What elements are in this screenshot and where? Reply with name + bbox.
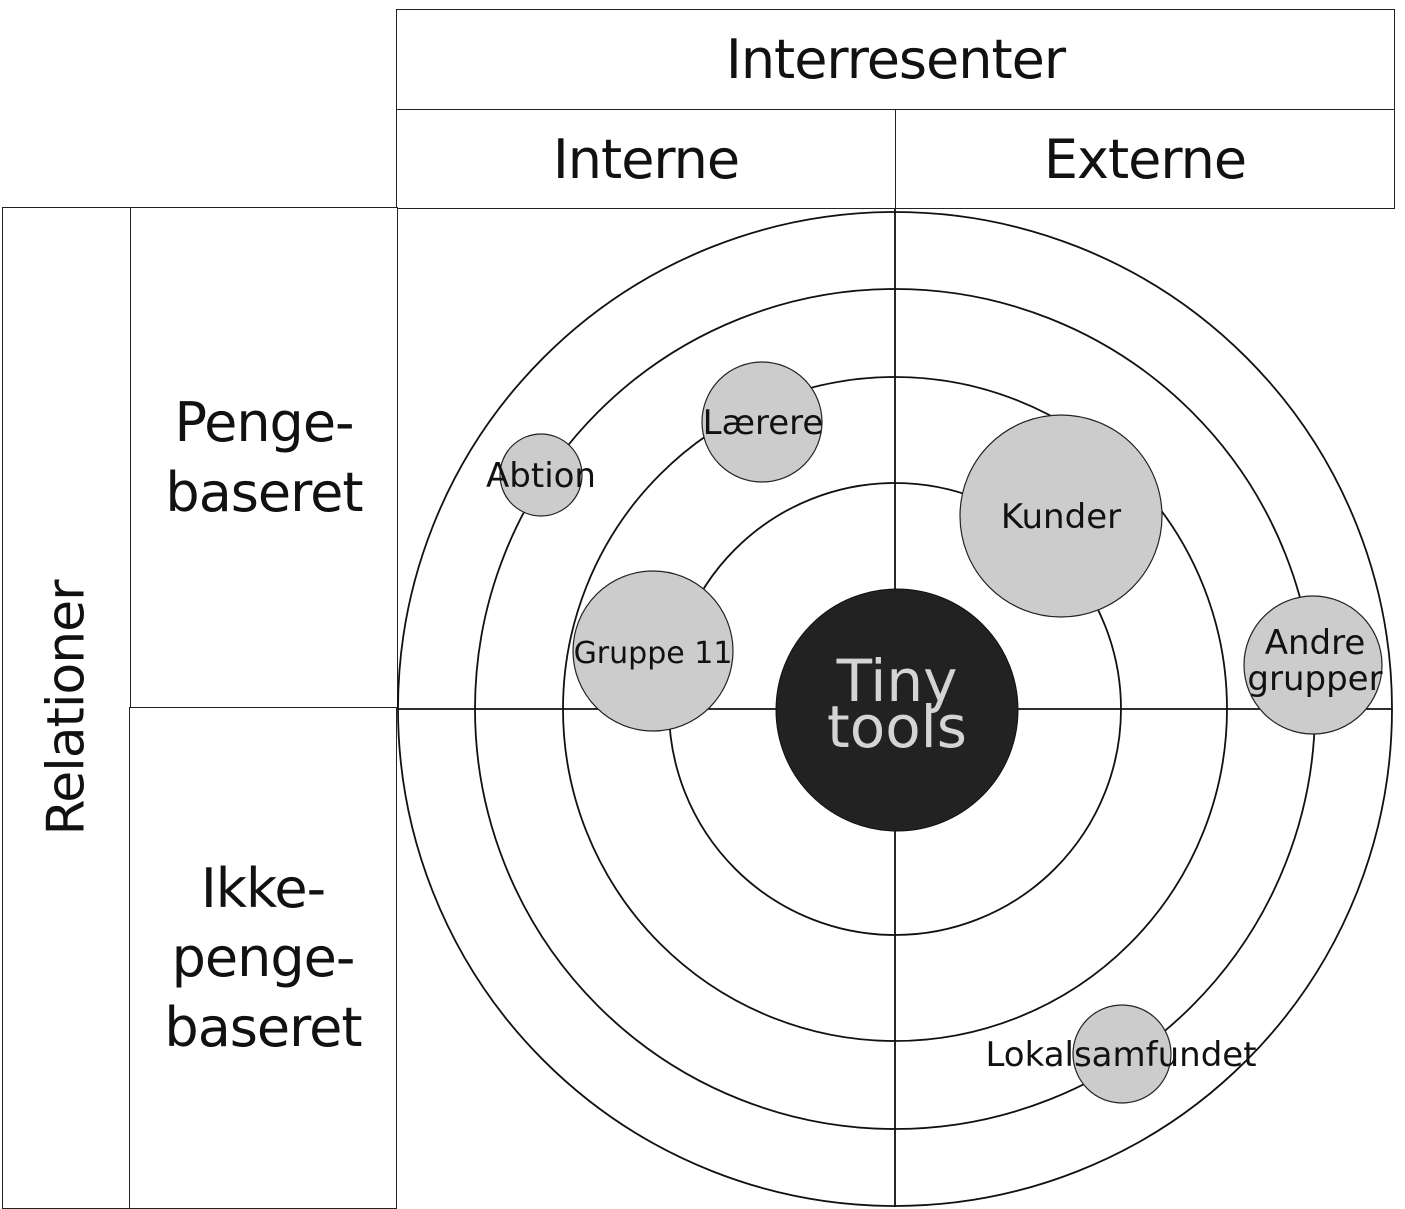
header-title-cell: Interresenter [396, 9, 1395, 110]
column-label-external: Externe [1043, 127, 1247, 191]
row-label-line: penge- [171, 926, 356, 990]
header-title: Interresenter [725, 28, 1066, 91]
stakeholder-label-gruppe11: Gruppe 11 [574, 636, 733, 671]
row-label-line: baseret [164, 995, 362, 1059]
center-bubble [775, 588, 1019, 832]
stakeholder-label-lokal: Lokalsamfundet [985, 1035, 1256, 1075]
stakeholder-label-laerere: Lærere [703, 403, 824, 443]
center-label-line-1: Tiny [836, 647, 958, 715]
side-title-cell: Relationer [2, 207, 132, 1209]
center-label-line-2: tools [827, 693, 967, 761]
row-label-line: Ikke- [200, 857, 326, 921]
stakeholder-bubble-andre [1243, 595, 1383, 735]
column-label-internal: Interne [552, 127, 740, 191]
stakeholder-bubble-kunder [959, 414, 1163, 618]
stakeholder-bubble-gruppe11 [572, 570, 734, 732]
row-label-money-based: Penge- baseret [130, 207, 398, 708]
column-header-internal: Interne [396, 109, 896, 209]
stakeholder-label-kunder: Kunder [1001, 497, 1121, 537]
row-label-line: Penge- [174, 391, 354, 455]
stakeholder-label-andre-line-2: grupper [1247, 659, 1382, 699]
stakeholder-bubble-lokal [1072, 1004, 1172, 1104]
stakeholder-label-abtion: Abtion [486, 456, 596, 496]
stakeholder-label-andre-line-1: Andre [1265, 623, 1366, 663]
stakeholder-bubble-abtion [499, 433, 583, 517]
stakeholder-bubble-laerere [701, 361, 823, 483]
row-label-line: baseret [165, 460, 363, 524]
row-label-non-money-based: Ikke- penge- baseret [129, 707, 397, 1209]
column-header-external: Externe [895, 109, 1395, 209]
